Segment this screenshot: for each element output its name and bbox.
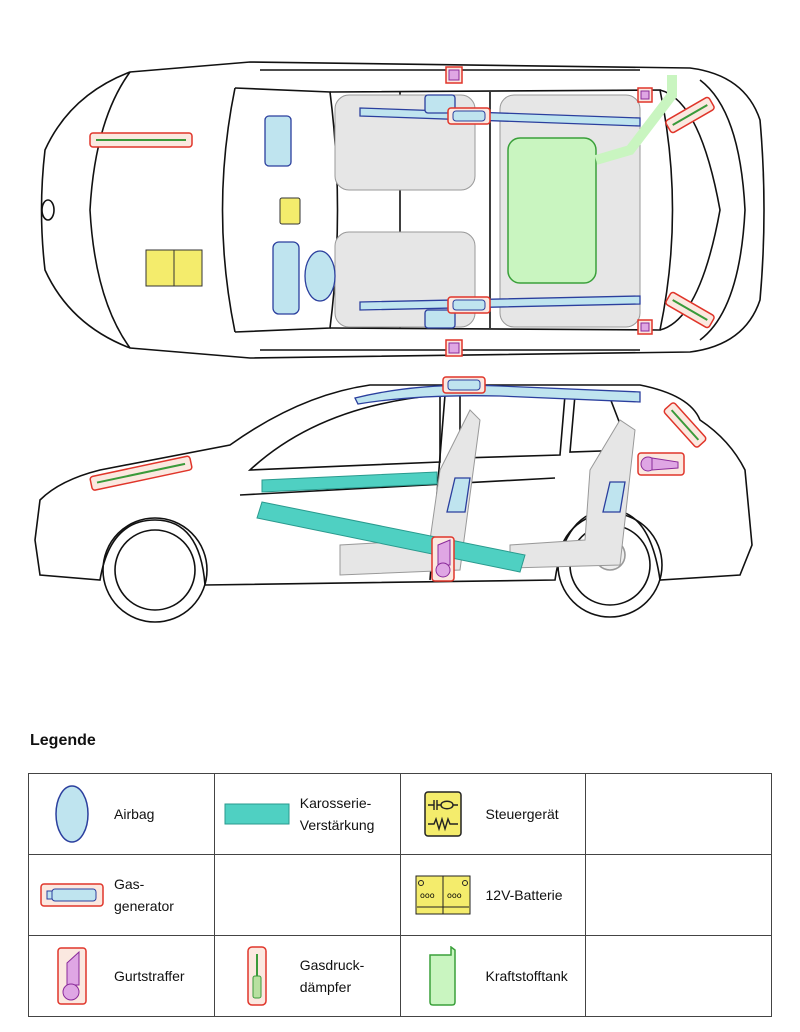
svg-text:ooo: ooo [447,891,462,900]
belt-tensioners-top [445,66,653,357]
legend-label: Karosserie- [299,795,372,811]
airbag-icon [29,784,114,844]
curtain-airbags-top [264,94,641,329]
reinforcement-icon [215,803,300,825]
dampers-side [89,402,707,491]
gas-generator-side [442,376,486,394]
legend-gas-damper: Gasdruck-dämpfer [215,936,400,1016]
legend-label: Kraftstofftank [485,968,568,984]
gas-dampers-top [89,96,715,329]
battery-icon: ooo ooo [401,875,486,915]
legend-table: Airbag Karosserie- Verstärkung Steuergerä… [28,773,772,1017]
vehicle-rescue-diagram [34,61,765,623]
reinforcements-side [256,471,526,573]
side-view-car [34,384,753,623]
gas-generators-top [447,107,491,314]
airbags-side [354,384,641,513]
fuel-tank-icon [401,946,486,1006]
legend-label: Gasdruck- [299,957,365,973]
control-unit-top [279,197,301,225]
legend-reinforcement: Karosserie- Verstärkung [215,774,400,854]
fuel-tank-top [507,75,677,284]
legend-control-unit: Steuergerät [401,774,586,854]
belt-tensioners-side [431,452,685,582]
legend-label: dämpfer [299,979,352,995]
legend-label: generator [114,898,174,914]
control-unit-icon [401,791,486,837]
gas-generator-icon [29,883,114,907]
belt-tensioner-icon [29,947,114,1005]
legend-label: 12V-Batterie [485,887,563,903]
legend-airbag: Airbag [29,774,214,854]
legend-label: Gas- [114,876,145,892]
legend-battery: ooo ooo 12V-Batterie [401,855,586,935]
battery-top [145,249,203,287]
legend-title: Legende [30,732,96,749]
svg-text:ooo: ooo [420,891,435,900]
legend-label: Steuergerät [485,806,559,822]
legend-gas-generator: Gas-generator [29,855,214,935]
legend-fuel-tank: Kraftstofftank [401,936,586,1016]
legend-label: Gurtstraffer [114,968,185,984]
legend-belt-tensioner: Gurtstraffer [29,936,214,1016]
legend-label: Verstärkung [299,817,375,833]
gas-damper-icon [215,946,300,1006]
legend-label: Airbag [114,806,155,822]
